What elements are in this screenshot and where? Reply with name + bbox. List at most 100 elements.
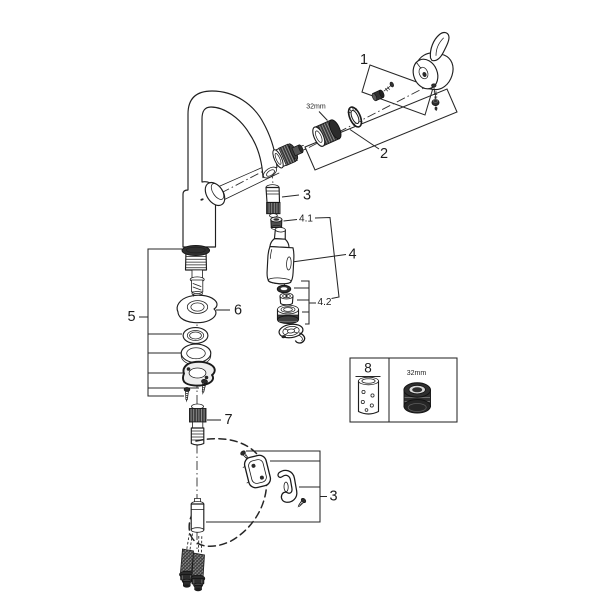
metal-washer: [182, 327, 209, 344]
lever-handle: [412, 31, 454, 111]
group-3-holder-box: [206, 450, 327, 523]
sprayhead-bottom-rim: [267, 277, 292, 285]
handle-nut-rim: [432, 99, 439, 103]
supply-hose-right: [190, 552, 206, 592]
escutcheon-hole-inner: [190, 302, 205, 312]
callout-lines: [139, 64, 458, 523]
coupling-ribbed: [190, 427, 205, 446]
flow-housing: [276, 304, 300, 325]
washer-stack: [180, 327, 212, 366]
hose3-lines: [265, 190, 280, 195]
sprayhead-internals: [276, 284, 306, 344]
shank-o-ring-inner: [186, 246, 206, 254]
adapter-hole: [273, 218, 280, 221]
coupling-ribs: [190, 430, 205, 441]
spout-body-outline: [182, 90, 278, 248]
rubber-gasket: [180, 343, 212, 364]
holder-screw-2: [297, 497, 307, 508]
cartridge-screw: [371, 81, 394, 102]
mounting-plate-group: [182, 360, 216, 403]
temp-indicator-dot: [200, 198, 204, 201]
retaining-ring: [347, 106, 363, 128]
callout-4-1-label: 4.1: [299, 214, 313, 225]
callout-6-label: 6: [234, 303, 242, 319]
hose-3-leader: [281, 194, 300, 198]
o-ring-hole: [280, 286, 288, 291]
callout-3-hose-label: 3: [303, 188, 311, 204]
screw-head: [389, 81, 394, 88]
check-valve: [279, 292, 294, 306]
group-2-leader: [349, 129, 380, 150]
callout-3-holder-label: 3: [329, 489, 337, 505]
handle-lever: [429, 31, 450, 62]
escutcheon: [176, 292, 218, 324]
group-4-1-leader: [283, 218, 298, 222]
supply-left-pipe: [186, 532, 193, 550]
pullout-hose-end: [265, 184, 281, 218]
callout-8-label: 8: [364, 361, 372, 376]
group-4-2-bracket: [294, 280, 316, 325]
handle-screw-shaft: [433, 86, 438, 99]
group-5-bracket: [139, 248, 199, 397]
coupling-knurl: [189, 408, 207, 423]
hose3-knurl: [266, 202, 281, 215]
callout-4-2-label: 4.2: [318, 297, 332, 308]
group-1-box: [361, 64, 434, 116]
callout-4-label: 4: [348, 247, 356, 263]
supply-right-pipe: [197, 535, 203, 554]
handle-hub-dot: [422, 71, 427, 78]
sprayhead-top: [274, 227, 286, 233]
holder-clip: [277, 469, 298, 503]
cartridge: [272, 143, 306, 169]
cartridge-cap-32mm: [312, 119, 342, 147]
adapter-4-1: [270, 216, 283, 231]
mounting-plate-hole: [188, 367, 207, 379]
cap-size-label: 32mm: [306, 104, 326, 111]
sprayhead-slot: [286, 256, 292, 271]
metal-washer-inner2: [189, 331, 202, 340]
hose-coupling: [189, 403, 207, 446]
handle-face-inner: [418, 66, 429, 80]
supply-hoses: [179, 532, 206, 592]
callout-5-label: 5: [127, 309, 135, 325]
handle-nut-tip: [434, 106, 438, 111]
group-2-box: [304, 88, 458, 171]
group-4-leader: [291, 253, 347, 263]
shank-threads: [185, 256, 207, 269]
aerator-ring: [403, 382, 432, 414]
supply-hose-left: [179, 548, 194, 588]
faucet-body-and-spout: [182, 90, 278, 248]
plate-screw-hole-1: [186, 367, 191, 371]
accessory-box: [349, 357, 458, 423]
pullout-hose-loop: [188, 437, 268, 548]
hose-end-cylinder: [190, 503, 205, 531]
mounting-shank: [181, 244, 211, 296]
escutcheon-hole: [186, 300, 209, 314]
accessory-box-frame: [349, 357, 458, 423]
spout-tip-inner: [266, 169, 275, 177]
hose3-body: [265, 186, 281, 204]
handle-face-line: [416, 62, 422, 69]
holder-set: [240, 450, 307, 508]
sprayhead-detail: [269, 249, 273, 259]
hose-dashed-path: [188, 437, 268, 548]
mounting-screw-1: [201, 379, 208, 395]
group-4-bracket: [314, 216, 340, 300]
screw-shaft: [383, 85, 392, 92]
holder-plate: [242, 454, 272, 489]
aerator-size-label: 32mm: [407, 370, 427, 377]
handle-boss-face: [210, 183, 225, 200]
plate-screw-hole-2: [204, 375, 209, 380]
callout-2-label: 2: [380, 146, 388, 162]
handle-lever-line: [435, 37, 444, 56]
label-32mm-leader: [318, 111, 328, 121]
callout-7-label: 7: [224, 412, 232, 428]
escutcheon-notch: [193, 292, 201, 297]
spray-head: [266, 227, 295, 285]
rubber-gasket-inner: [186, 347, 206, 360]
spray-face: [278, 323, 306, 344]
coupling-waist: [192, 421, 204, 429]
metal-washer-inner: [186, 330, 205, 341]
